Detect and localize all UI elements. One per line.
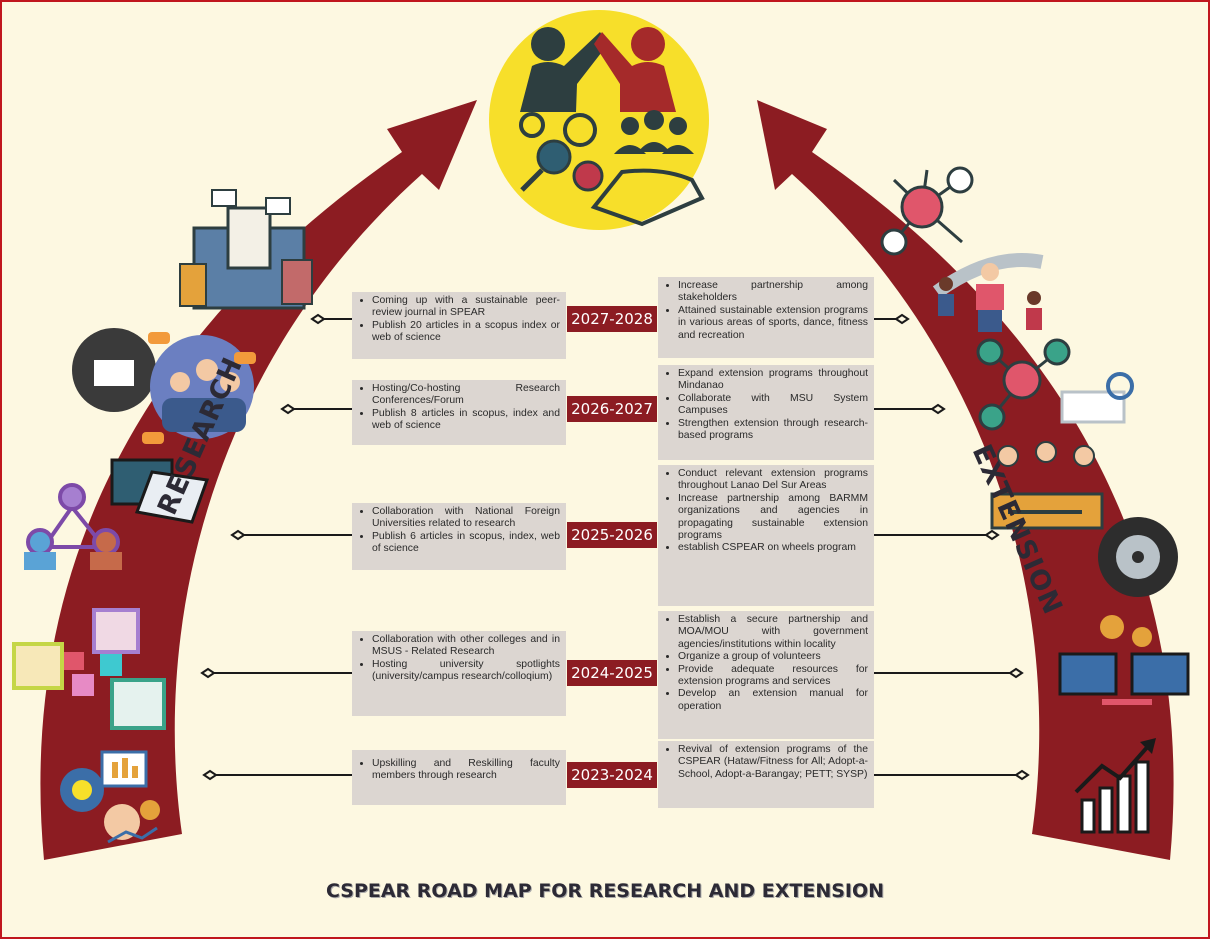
list-item: Coming up with a sustainable peer-review… [372, 295, 560, 320]
extension-connectors [874, 313, 1030, 781]
list-item: Publish 20 articles in a scopus index or… [372, 320, 560, 345]
teamwork-collaboration-icon [519, 27, 705, 227]
list-item: Collaboration with other colleges and in… [372, 634, 560, 659]
list-item: Strengthen extension through research-ba… [678, 418, 868, 443]
year-2024-2025: 2024-2025 [567, 660, 657, 686]
network-people-icon [24, 483, 122, 570]
year-2023-2024: 2023-2024 [567, 762, 657, 788]
research-goals-2023-2024: Upskilling and Reskilling faculty member… [352, 750, 566, 805]
research-goals-2026-2027: Hosting/Co-hosting Research Conferences/… [352, 380, 566, 445]
list-item: Develop an extension manual for operatio… [678, 688, 868, 713]
extension-goals-2025-2026: Conduct relevant extension programs thro… [658, 465, 874, 606]
list-item: Publish 6 articles in scopus, index, web… [372, 531, 560, 556]
partner-network-icon [976, 338, 1134, 431]
online-partnership-icon [1058, 615, 1190, 705]
list-item: Increase partnership among BARMM organiz… [678, 493, 868, 543]
extension-goals-2023-2024: Revival of extension programs of the CSP… [658, 741, 874, 808]
skills-training-icon [60, 750, 160, 844]
research-goals-2024-2025: Collaboration with other colleges and in… [352, 631, 566, 716]
year-2027-2028: 2027-2028 [567, 306, 657, 332]
list-item: Attained sustainable extension programs … [678, 305, 868, 342]
list-item: Hosting university spotlights (universit… [372, 659, 560, 684]
growth-chart-icon [1074, 738, 1156, 834]
network-hub-icon [880, 166, 974, 256]
extension-goals-2027-2028: Increase partnership among stakeholdersA… [658, 277, 874, 358]
page-title: CSPEAR ROAD MAP FOR RESEARCH AND EXTENSI… [325, 880, 885, 902]
list-item: Conduct relevant extension programs thro… [678, 468, 868, 493]
list-item: Expand extension programs throughout Min… [678, 368, 868, 393]
puzzle-collaboration-icon [12, 608, 166, 730]
extension-goals-2026-2027: Expand extension programs throughout Min… [658, 365, 874, 460]
research-goals-2027-2028: Coming up with a sustainable peer-review… [352, 292, 566, 359]
sports-fitness-icon [932, 253, 1044, 332]
list-item: Collaboration with National Foreign Univ… [372, 506, 560, 531]
year-2025-2026: 2025-2026 [567, 522, 657, 548]
list-item: Upskilling and Reskilling faculty member… [372, 758, 560, 783]
list-item: Establish a secure partnership and MOA/M… [678, 614, 868, 651]
list-item: Increase partnership among stakeholders [678, 280, 868, 305]
research-arc [40, 100, 477, 860]
list-item: establish CSPEAR on wheels program [678, 542, 868, 554]
research-goals-2025-2026: Collaboration with National Foreign Univ… [352, 503, 566, 570]
list-item: Organize a group of volunteers [678, 651, 868, 663]
knowledge-sharing-icon [72, 328, 256, 444]
list-item: Provide adequate resources for extension… [678, 664, 868, 689]
list-item: Hosting/Co-hosting Research Conferences/… [372, 383, 560, 408]
books-documents-icon [179, 189, 313, 310]
wheel-icon [1098, 517, 1178, 597]
extension-goals-2024-2025: Establish a secure partnership and MOA/M… [658, 611, 874, 739]
research-connectors [200, 313, 352, 781]
list-item: Revival of extension programs of the CSP… [678, 744, 868, 781]
list-item: Collaborate with MSU System Campuses [678, 393, 868, 418]
year-2026-2027: 2026-2027 [567, 396, 657, 422]
publication-icon [110, 458, 210, 524]
list-item: Publish 8 articles in scopus, index and … [372, 408, 560, 433]
partnership-handshake-icon [990, 441, 1104, 530]
